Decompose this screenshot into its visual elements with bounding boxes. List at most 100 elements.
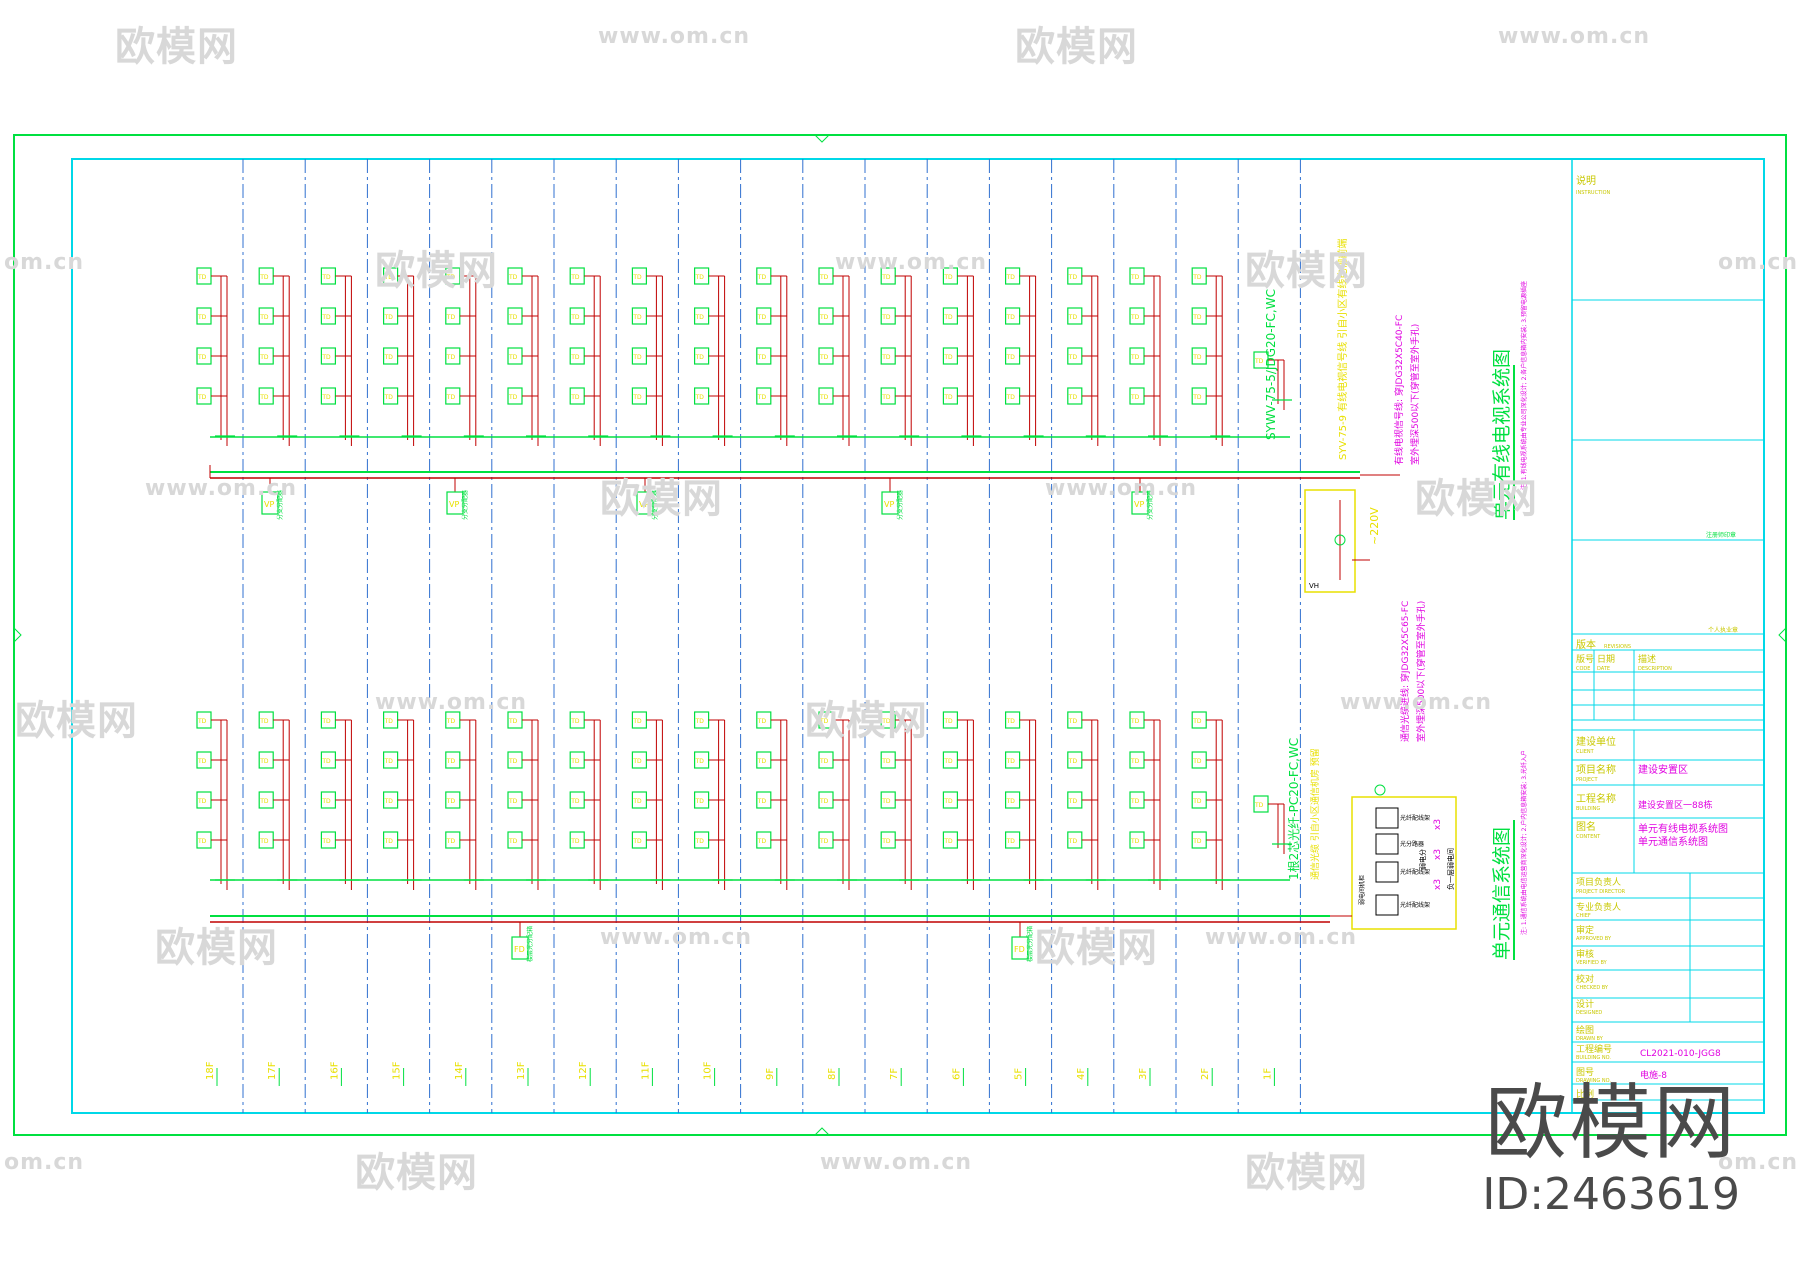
- tv-outlet-label: TD: [1006, 314, 1016, 321]
- corner-id-text: ID:2463619: [1482, 1169, 1740, 1220]
- tv-outlet-label: TD: [695, 718, 705, 725]
- tv-outlet-label: TD: [1130, 394, 1140, 401]
- title-block-field: DATE: [1597, 666, 1610, 672]
- tv-outlet-label: TD: [1254, 358, 1264, 365]
- vp-box: [1131, 491, 1149, 515]
- rack-unit-label: 光分路器: [1400, 840, 1424, 848]
- tv-outlet-label: TD: [446, 798, 456, 805]
- tv-outlet-label: TD: [197, 838, 207, 845]
- tv-outlet-label: TD: [1068, 718, 1078, 725]
- tv-outlet-label: TD: [508, 718, 518, 725]
- tv-outlet-label: TD: [1130, 354, 1140, 361]
- tv-outlet-label: TD: [943, 354, 953, 361]
- tv-outlet-label: TD: [1192, 758, 1202, 765]
- rack-unit: 光纤配线架: [1375, 894, 1430, 916]
- tv-outlet-label: TD: [570, 718, 580, 725]
- rack-multiplier: x3: [1433, 849, 1443, 860]
- tv-outlet-label: TD: [384, 718, 394, 725]
- tv-outlet-label: TD: [570, 354, 580, 361]
- upper-feed-label: 有线电视信号线: 穿JDG32X5C40-FC: [1393, 315, 1405, 465]
- title-block-field: 专业负责人: [1576, 901, 1621, 913]
- tv-outlet-label: TD: [446, 718, 456, 725]
- title-block-field: 个人执业章: [1708, 626, 1738, 634]
- title-block-field: CHECKED BY: [1576, 985, 1609, 991]
- tv-outlet-label: TD: [943, 314, 953, 321]
- title-block-field: 单元有线电视系统图: [1638, 822, 1728, 835]
- tv-outlet-label: TD: [1130, 838, 1140, 845]
- tv-outlet-label: TD: [570, 394, 580, 401]
- title-block-field: 项目负责人: [1576, 876, 1621, 888]
- floor-label-6f: 6F: [951, 1068, 962, 1080]
- title-block-field: 工程名称: [1576, 792, 1616, 805]
- floor-label-8f: 8F: [827, 1068, 838, 1080]
- inner-frame: [71, 158, 1765, 1114]
- title-block-field: 绘图: [1576, 1024, 1594, 1036]
- floor-label-14f: 14F: [454, 1061, 465, 1080]
- tv-outlet-label: TD: [695, 758, 705, 765]
- rack-multiplier: x3: [1433, 819, 1443, 830]
- watermark-logo: 欧模网: [375, 248, 498, 294]
- center-mark-top: [813, 134, 831, 143]
- lower-feed-label: 通信光缆进线: 穿JDG32X5C65-FC: [1399, 601, 1411, 742]
- vp-label: VP: [1134, 500, 1144, 509]
- title-block-field: CODE: [1576, 666, 1590, 672]
- tv-outlet-label: TD: [881, 838, 891, 845]
- sheet-frames: [13, 134, 1787, 1136]
- tv-outlet-label: TD: [632, 394, 642, 401]
- title-block-field: INSTRUCTION: [1576, 190, 1611, 196]
- tv-outlet-label: TD: [1068, 394, 1078, 401]
- floor-label-16f: 16F: [329, 1061, 340, 1080]
- tv-outlet-label: TD: [881, 314, 891, 321]
- title-block-field: 比例: [1576, 1088, 1594, 1100]
- tv-outlet-label: TD: [1192, 394, 1202, 401]
- tv-outlet-label: TD: [943, 758, 953, 765]
- tv-outlet-label: TD: [508, 354, 518, 361]
- tv-outlet-label: TD: [819, 718, 829, 725]
- tv-outlet-label: TD: [1192, 314, 1202, 321]
- floor-label-4f: 4F: [1076, 1068, 1087, 1080]
- vp-box: [636, 491, 654, 515]
- tv-outlet-label: TD: [881, 718, 891, 725]
- watermark-site-short: om.cn: [1718, 250, 1799, 275]
- watermark-logo: 欧模网: [805, 698, 928, 744]
- tv-outlet-label: TD: [384, 798, 394, 805]
- tv-outlet-label: TD: [1068, 354, 1078, 361]
- vh-label: VH: [1309, 582, 1319, 590]
- watermark-site-short: om.cn: [4, 250, 85, 275]
- tv-outlet-label: TD: [508, 394, 518, 401]
- upper-title: 单元有线电视系统图: [1491, 349, 1513, 520]
- watermark-site: www.om.cn: [600, 925, 753, 950]
- tv-outlet-label: TD: [819, 274, 829, 281]
- upper-trunk-label: SYWV-75-5/JDG20-FC,WC: [1264, 289, 1278, 440]
- title-block-field: 建设安置区: [1638, 763, 1688, 776]
- floor-label-7f: 7F: [889, 1068, 900, 1080]
- tv-outlet-label: TD: [508, 314, 518, 321]
- tv-outlet-label: TD: [321, 758, 331, 765]
- title-block-field: 项目名称: [1576, 763, 1616, 776]
- tv-outlet-label: TD: [1254, 802, 1264, 809]
- watermark-logo: 欧模网: [115, 24, 238, 70]
- title-block-field: 建设安置区一88栋: [1638, 799, 1712, 811]
- title-block-field: BUILDING NO.: [1576, 1055, 1611, 1061]
- watermark-logo: 欧模网: [1415, 476, 1538, 522]
- lower-feed-note: 室外埋深500以下(穿管至室外手孔): [1415, 601, 1427, 742]
- title-block-field: CL2021-010-JGG8: [1640, 1049, 1721, 1059]
- corner-watermark: 欧模网 ID:2463619: [1482, 1056, 1740, 1220]
- tv-outlet-label: TD: [1068, 274, 1078, 281]
- tv-outlet-label: TD: [695, 838, 705, 845]
- watermark-site: www.om.cn: [1205, 925, 1358, 950]
- tv-outlet-label: TD: [1006, 274, 1016, 281]
- floor-label-12f: 12F: [578, 1061, 589, 1080]
- tv-outlet-label: TD: [1130, 758, 1140, 765]
- floor-label-3f: 3F: [1138, 1068, 1149, 1080]
- tv-outlet-label: TD: [321, 354, 331, 361]
- fd-label: FD: [514, 945, 525, 954]
- tv-outlet-label: TD: [1006, 394, 1016, 401]
- telecom-system-diagram: TD TD TD TD TD TD TD TD TD TD TD TD TD TD TD TD TD TD TD TD…: [196, 601, 1528, 962]
- watermark-logo: 欧模网: [355, 1150, 478, 1196]
- vp-label: VP: [639, 500, 649, 509]
- tv-outlet-label: TD: [259, 758, 269, 765]
- tv-outlet-label: TD: [197, 758, 207, 765]
- rack-unit: 光纤配线架: [1375, 807, 1430, 829]
